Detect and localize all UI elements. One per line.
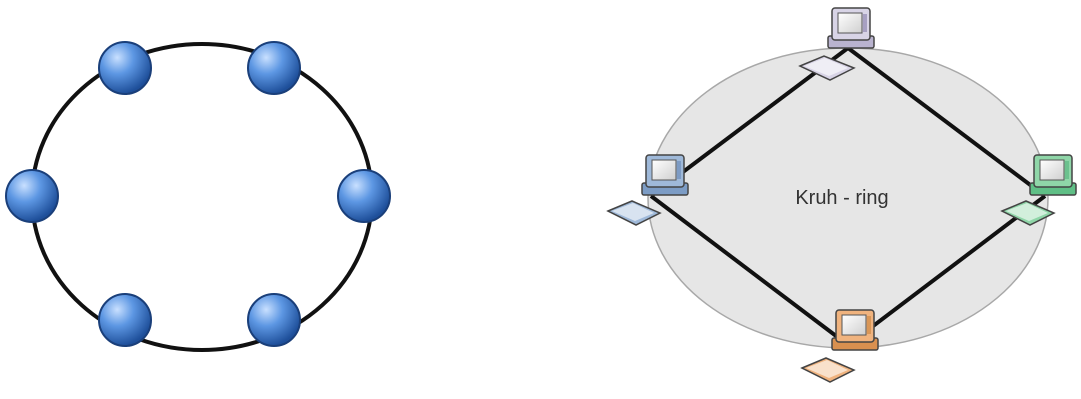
ring-line (32, 44, 372, 350)
ring-node (248, 42, 300, 94)
computer-ring-diagram: Kruh - ring (608, 8, 1076, 382)
ring-node (99, 294, 151, 346)
ring-label: Kruh - ring (795, 187, 888, 209)
ring-node (6, 170, 58, 222)
ring-node (248, 294, 300, 346)
simple-ring-diagram (6, 42, 390, 350)
ring-node (99, 42, 151, 94)
ring-node (338, 170, 390, 222)
